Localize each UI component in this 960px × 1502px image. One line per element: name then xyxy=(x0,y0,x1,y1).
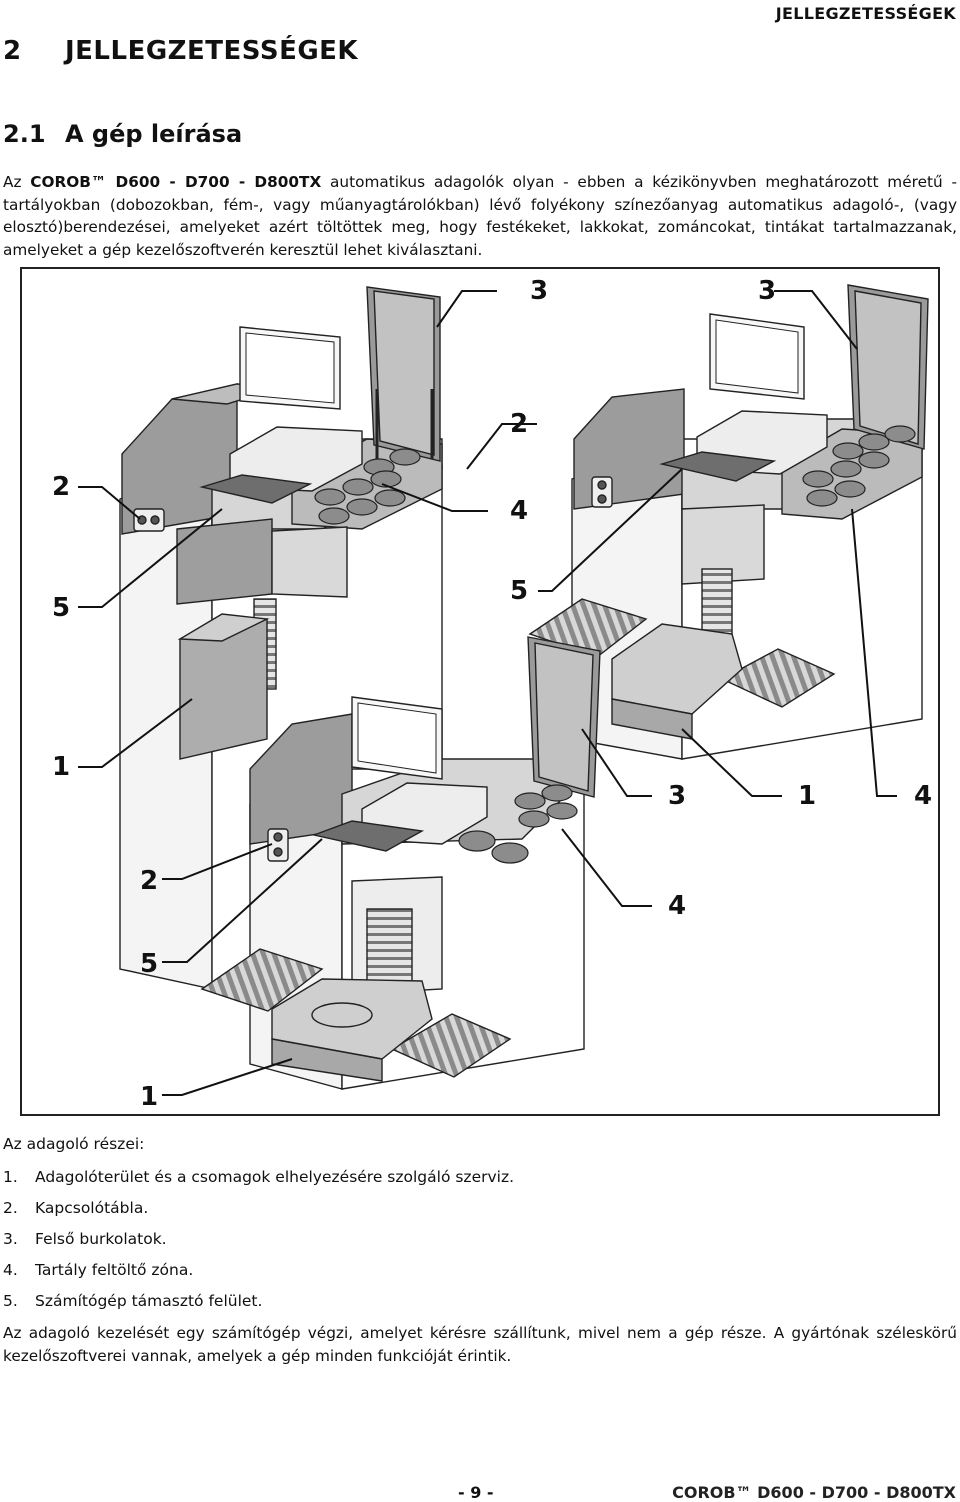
section-number: 2.1 xyxy=(3,120,46,148)
footer-brand: COROB™ D600 - D700 - D800TX xyxy=(672,1483,956,1502)
parts-item-text: Tartály feltöltő zóna. xyxy=(35,1261,194,1279)
machine-a-keyboard xyxy=(199,474,313,504)
machine-b-keyboard xyxy=(659,451,777,482)
intro-text: automatikus adagolók olyan - ebben a kéz… xyxy=(3,173,957,259)
leader-lines xyxy=(78,290,897,1096)
intro-prefix: Az xyxy=(3,173,31,191)
callout-label: 5 xyxy=(510,576,528,606)
machine-a-canisters xyxy=(314,448,421,525)
machine-a xyxy=(119,286,443,990)
machine-b-housing xyxy=(573,388,685,510)
parts-item-number: 4. xyxy=(3,1261,18,1279)
leader-4c xyxy=(561,828,652,907)
parts-item: 5. Számítógép támasztó felület. xyxy=(3,1290,514,1321)
leader-1b xyxy=(681,728,782,797)
machine-a-housing xyxy=(121,383,238,535)
running-header: JELLEGZETESSÉGEK xyxy=(775,4,956,23)
callout-label: 3 xyxy=(668,781,686,811)
callout-label: 1 xyxy=(798,781,816,811)
machine-illustration: 3 3 2 2 4 5 5 1 3 1 4 2 4 5 1 xyxy=(52,276,932,1112)
leader-1c xyxy=(162,1058,293,1096)
parts-item: 2. Kapcsolótábla. xyxy=(3,1197,514,1228)
callout-label: 3 xyxy=(530,276,548,306)
parts-item-text: Adagolóterület és a csomagok elhelyezésé… xyxy=(35,1168,515,1186)
machine-c-housing xyxy=(249,713,353,845)
machine-c-keyboard xyxy=(311,820,425,852)
callout-label: 4 xyxy=(510,496,528,526)
leader-1a xyxy=(78,698,193,768)
parts-item: 4. Tartály feltöltő zóna. xyxy=(3,1259,514,1290)
leader-2b xyxy=(466,423,537,470)
machine-b-canisters xyxy=(802,425,916,507)
outro-paragraph: Az adagoló kezelését egy számítógép végz… xyxy=(3,1324,957,1365)
callout-label: 1 xyxy=(140,1082,158,1112)
leader-4b xyxy=(851,508,897,797)
leader-5c xyxy=(162,838,323,963)
machine-b-head xyxy=(681,504,765,585)
intro-product: COROB™ D600 - D700 - D800TX xyxy=(30,173,322,191)
chapter-heading: 2 JELLEGZETESSÉGEK xyxy=(3,36,358,66)
parts-list: 1. Adagolóterület és a csomagok elhelyezé… xyxy=(3,1166,514,1321)
machine-a-head xyxy=(176,518,273,605)
parts-item-text: Számítógép támasztó felület. xyxy=(35,1292,263,1310)
chapter-title: JELLEGZETESSÉGEK xyxy=(65,36,359,66)
leader-3a xyxy=(436,290,497,328)
callout-label: 3 xyxy=(758,276,776,306)
machine-a-switch-panel xyxy=(133,508,165,532)
intro-paragraph: Az COROB™ D600 - D700 - D800TX automatik… xyxy=(3,171,957,261)
section-title: A gép leírása xyxy=(65,120,243,148)
parts-item-number: 3. xyxy=(3,1230,18,1248)
leader-2c xyxy=(162,843,273,880)
machine-b-right-grate xyxy=(720,648,836,708)
callout-label: 2 xyxy=(52,472,70,502)
parts-item-text: Felső burkolatok. xyxy=(35,1230,167,1248)
machine-c-right-grate xyxy=(390,1013,512,1078)
leader-3b xyxy=(774,290,858,350)
leader-4a xyxy=(381,483,488,512)
parts-item-number: 5. xyxy=(3,1292,18,1310)
parts-item-text: Kapcsolótábla. xyxy=(35,1199,149,1217)
machine-figure: 3 3 2 2 4 5 5 1 3 1 4 2 4 5 1 xyxy=(20,267,940,1116)
callout-label: 4 xyxy=(668,891,686,921)
parts-item: 1. Adagolóterület és a csomagok elhelyezé… xyxy=(3,1166,514,1197)
callout-label: 4 xyxy=(914,781,932,811)
machine-b xyxy=(528,284,929,760)
parts-item: 3. Felső burkolatok. xyxy=(3,1228,514,1259)
page-number: - 9 - xyxy=(458,1483,494,1502)
callout-label: 5 xyxy=(52,593,70,623)
parts-item-number: 2. xyxy=(3,1199,18,1217)
callout-label: 2 xyxy=(140,866,158,896)
parts-title: Az adagoló részei: xyxy=(3,1135,145,1153)
callout-layer: 3 3 2 2 4 5 5 1 3 1 4 2 4 5 1 xyxy=(52,276,932,1112)
callout-label: 5 xyxy=(140,949,158,979)
section-heading: 2.1 A gép leírása xyxy=(3,120,242,148)
leader-3c xyxy=(581,728,652,797)
leader-2a xyxy=(78,486,141,520)
leader-5a xyxy=(78,508,223,608)
machine-c xyxy=(200,636,601,1090)
machine-b-switch-panel xyxy=(591,476,613,508)
callout-label: 1 xyxy=(52,752,70,782)
machine-c-canisters xyxy=(458,784,578,864)
callout-label: 2 xyxy=(510,409,528,439)
leader-5b xyxy=(538,468,683,592)
chapter-number: 2 xyxy=(3,36,22,66)
parts-item-number: 1. xyxy=(3,1168,18,1186)
machine-c-left-grate xyxy=(200,948,324,1012)
